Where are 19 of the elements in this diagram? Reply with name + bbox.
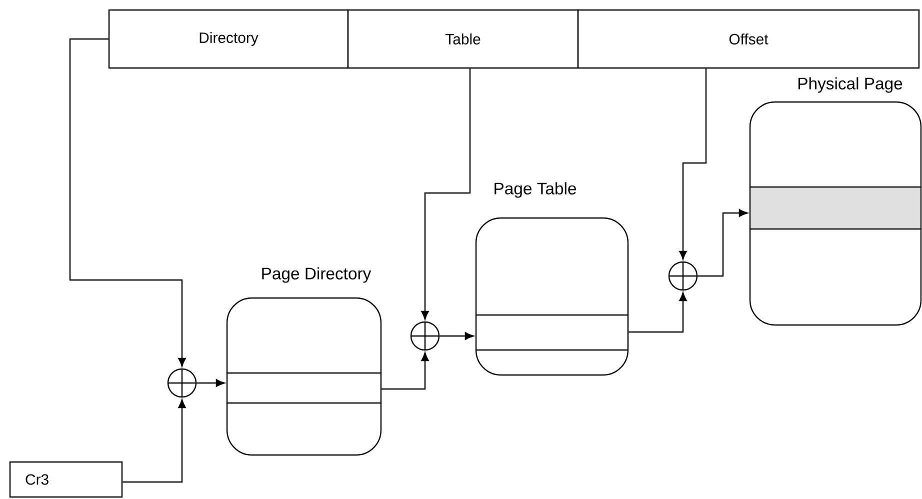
arrow [698, 209, 748, 277]
field-cell: Table [347, 9, 579, 69]
register-box: Cr3 [9, 461, 123, 498]
arrow [122, 399, 186, 483]
arrow [196, 379, 225, 387]
adder-symbol [410, 321, 440, 351]
arrow [69, 38, 186, 367]
arrow [679, 68, 707, 260]
arrow [440, 332, 474, 340]
box-heading: Page Directory [262, 267, 372, 283]
arrow [421, 68, 471, 320]
arrow [382, 352, 429, 390]
field-cell: Offset [577, 9, 920, 69]
adder-symbol [167, 368, 197, 398]
box-heading: Physical Page [798, 77, 902, 93]
adder-symbol [668, 261, 698, 291]
arrow [628, 292, 687, 333]
box-heading: Page Table [494, 182, 576, 198]
field-cell: Directory [108, 9, 349, 69]
